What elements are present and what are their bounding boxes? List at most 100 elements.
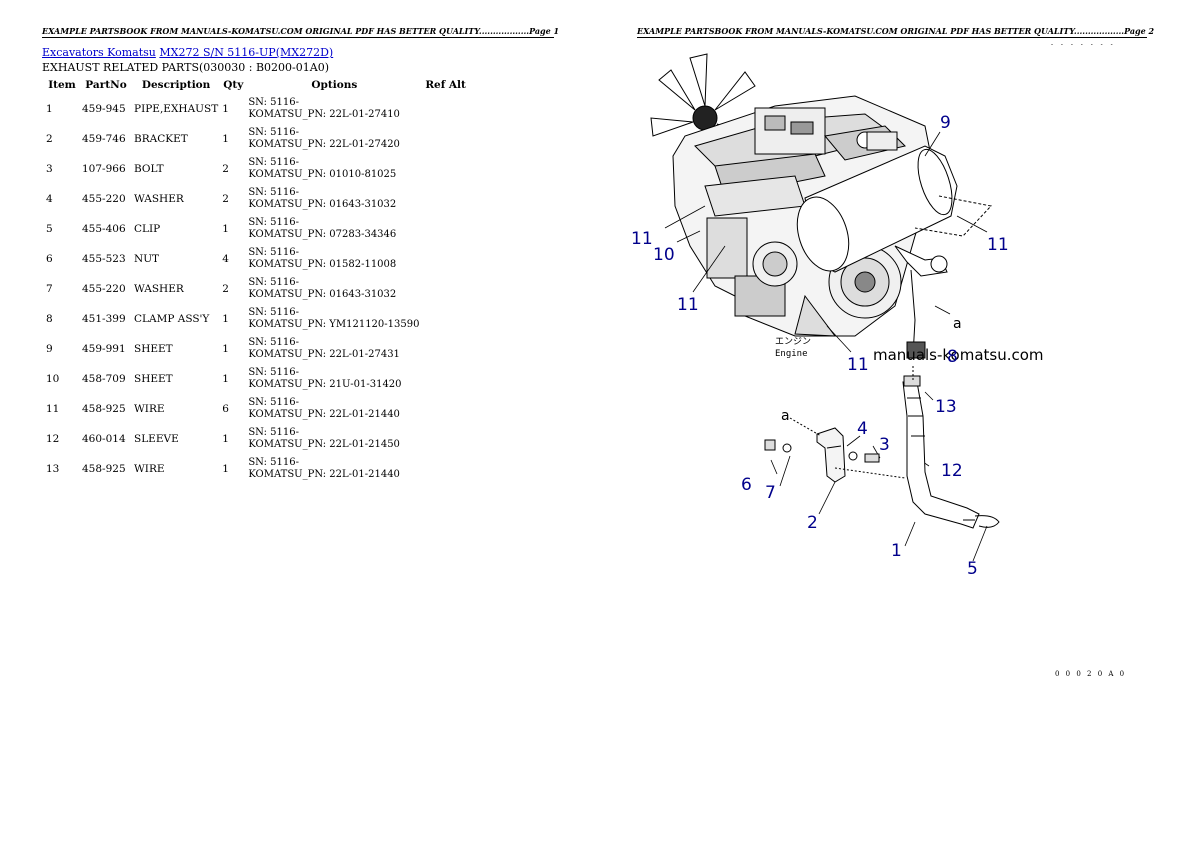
- option-sn: SN: 5116-: [248, 187, 299, 198]
- option-komatsu-pn: KOMATSU_PN: YM121120-13590: [248, 319, 420, 330]
- cell-partno: 455-220: [82, 283, 126, 295]
- cell-item: 7: [46, 283, 53, 295]
- cell-description: BRACKET: [134, 133, 188, 145]
- engine-label-jp: エンジン: [775, 337, 811, 347]
- cell-qty: 2: [222, 193, 229, 205]
- option-komatsu-pn: KOMATSU_PN: 22L-01-21440: [248, 409, 400, 420]
- cell-description: WASHER: [134, 283, 184, 295]
- cell-description: BOLT: [134, 163, 164, 175]
- option-komatsu-pn: KOMATSU_PN: 01643-31032: [248, 289, 397, 300]
- cell-description: CLIP: [134, 223, 161, 235]
- cell-ref-alt: [422, 94, 469, 124]
- cell-ref-alt: [422, 304, 469, 334]
- cell-ref-alt: [422, 394, 469, 424]
- option-sn: SN: 5116-: [248, 427, 299, 438]
- muffler: [796, 145, 992, 357]
- option-komatsu-pn: KOMATSU_PN: 22L-01-27420: [248, 139, 400, 150]
- callout-10: 10: [653, 245, 675, 265]
- option-sn: SN: 5116-: [248, 127, 299, 138]
- cell-description: SHEET: [134, 373, 173, 385]
- cell-description: SHEET: [134, 343, 173, 355]
- option-komatsu-pn: KOMATSU_PN: 21U-01-31420: [248, 379, 402, 390]
- callout-1: 1: [891, 541, 902, 561]
- option-sn: SN: 5116-: [248, 307, 299, 318]
- page-header: EXAMPLE PARTSBOOK FROM MANUALS-KOMATSU.C…: [637, 26, 1155, 38]
- breadcrumb-link-category[interactable]: Excavators Komatsu: [42, 46, 156, 59]
- cell-item: 2: [46, 133, 53, 145]
- engine-illustration: [650, 53, 992, 359]
- cell-options: SN: 5116-KOMATSU_PN: 22L-01-27431: [246, 334, 422, 364]
- cell-options: SN: 5116-KOMATSU_PN: 01582-11008: [246, 244, 422, 274]
- cell-item: 12: [46, 433, 60, 445]
- option-komatsu-pn: KOMATSU_PN: 22L-01-21440: [248, 469, 400, 480]
- left-page: EXAMPLE PARTSBOOK FROM MANUALS-KOMATSU.C…: [42, 26, 559, 484]
- cell-options: SN: 5116-KOMATSU_PN: 22L-01-21450: [246, 424, 422, 454]
- col-options: Options: [311, 79, 358, 91]
- parts-table: Item PartNo Description Qty Options Ref …: [44, 76, 469, 484]
- cell-ref-alt: [422, 334, 469, 364]
- cell-qty: 1: [222, 133, 229, 145]
- option-sn: SN: 5116-: [248, 157, 299, 168]
- option-sn: SN: 5116-: [248, 247, 299, 258]
- breadcrumb-link-model[interactable]: MX272 S/N 5116-UP(MX272D): [159, 46, 334, 59]
- callout-6: 6: [741, 475, 752, 495]
- cell-options: SN: 5116-KOMATSU_PN: YM121120-13590: [246, 304, 422, 334]
- cell-qty: 1: [222, 103, 229, 115]
- cell-qty: 1: [222, 223, 229, 235]
- option-komatsu-pn: KOMATSU_PN: 22L-01-21450: [248, 439, 400, 450]
- cell-description: PIPE,EXHAUST: [134, 103, 219, 115]
- callout-4: 4: [857, 419, 868, 439]
- breadcrumb: Excavators Komatsu MX272 S/N 5116-UP(MX2…: [42, 46, 333, 59]
- cell-ref-alt: [422, 244, 469, 274]
- cell-item: 3: [46, 163, 53, 175]
- option-komatsu-pn: KOMATSU_PN: 07283-34346: [248, 229, 397, 240]
- option-sn: SN: 5116-: [248, 397, 299, 408]
- cell-description: WIRE: [134, 463, 165, 475]
- cell-item: 8: [46, 313, 53, 325]
- cell-partno: 107-966: [82, 163, 126, 175]
- cell-partno: 460-014: [82, 433, 126, 445]
- option-sn: SN: 5116-: [248, 457, 299, 468]
- callout-11: 11: [987, 235, 1009, 255]
- exploded-parts-diagram: エンジン Engine a a manuals-komatsu.com: [631, 53, 1044, 579]
- cell-item: 10: [46, 373, 60, 385]
- arrow-letter-bottom: a: [781, 408, 790, 424]
- cell-qty: 1: [222, 313, 229, 325]
- callout-7: 7: [765, 483, 776, 503]
- cell-partno: 458-925: [82, 403, 126, 415]
- callout-12: 12: [941, 461, 963, 481]
- cell-options: SN: 5116-KOMATSU_PN: 01643-31032: [246, 274, 422, 304]
- option-sn: SN: 5116-: [248, 277, 299, 288]
- cell-partno: 459-945: [82, 103, 126, 115]
- option-sn: SN: 5116-: [248, 97, 299, 108]
- callout-11: 11: [677, 295, 699, 315]
- cell-partno: 459-991: [82, 343, 126, 355]
- col-partno: PartNo: [85, 79, 127, 91]
- exhaust-pipe-parts: [764, 366, 1000, 529]
- cell-description: WIRE: [134, 403, 165, 415]
- callout-11: 11: [847, 355, 869, 375]
- cell-ref-alt: [422, 364, 469, 394]
- cell-description: SLEEVE: [134, 433, 179, 445]
- cell-item: 5: [46, 223, 53, 235]
- cell-partno: 455-220: [82, 193, 126, 205]
- cell-ref-alt: [422, 124, 469, 154]
- col-qty: Qty: [223, 79, 244, 91]
- cell-options: SN: 5116-KOMATSU_PN: 22L-01-27420: [246, 124, 422, 154]
- cell-qty: 2: [222, 283, 229, 295]
- option-komatsu-pn: KOMATSU_PN: 22L-01-27410: [248, 109, 400, 120]
- cell-options: SN: 5116-KOMATSU_PN: 01010-81025: [246, 154, 422, 184]
- right-page: EXAMPLE PARTSBOOK FROM MANUALS-KOMATSU.C…: [595, 0, 1190, 842]
- cell-partno: 455-406: [82, 223, 126, 235]
- top-code: - - - - - - -: [1051, 41, 1116, 48]
- section-title: EXHAUST RELATED PARTS(030030 : B0200-01A…: [42, 61, 329, 74]
